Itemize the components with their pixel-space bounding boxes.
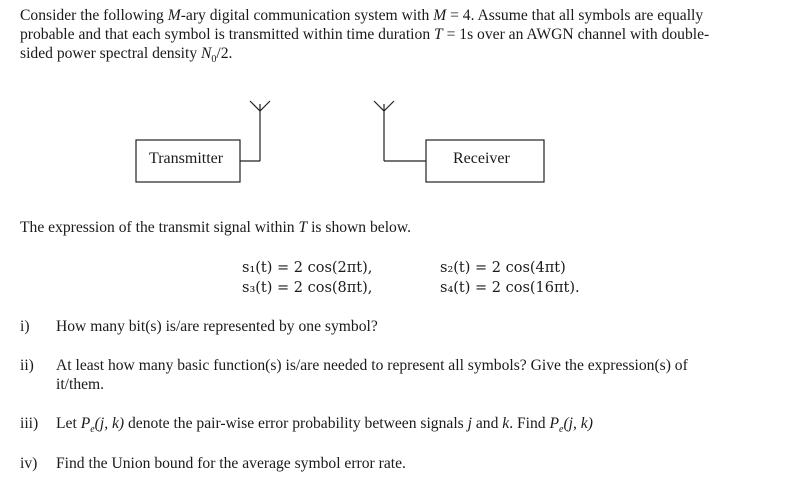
- intro-line-2: probable and that each symbol is transmi…: [20, 25, 780, 44]
- intro-text: probable and that each symbol is transmi…: [20, 26, 435, 43]
- var-P: P: [80, 415, 91, 432]
- var-j: j: [467, 415, 472, 432]
- receiver-box: [425, 139, 545, 183]
- question-text: How many bit(s) is/are represented by on…: [56, 318, 378, 335]
- question-number: i): [20, 318, 30, 335]
- question-text: At least how many basic function(s) is/a…: [56, 356, 776, 394]
- question-number: iv): [20, 455, 38, 472]
- expression-intro-text: is shown below.: [307, 219, 411, 236]
- question-number: iii): [20, 415, 39, 432]
- expression-intro: The expression of the transmit signal wi…: [20, 219, 411, 237]
- text: . Find: [509, 415, 550, 432]
- var-k: k: [502, 415, 510, 432]
- text: denote the pair-wise error probability b…: [124, 415, 468, 432]
- signal-s2: s₂(t) = 2 cos(4πt): [440, 260, 566, 276]
- intro-text: = 1s over an AWGN channel with double-: [442, 26, 710, 43]
- subscript: e: [559, 424, 564, 436]
- var-N: N: [201, 45, 212, 62]
- var-M: M: [167, 7, 181, 24]
- transmitter-label: Transmitter: [149, 150, 224, 167]
- var-jk: (j, k): [94, 415, 125, 432]
- intro-line-3: sided power spectral density N0/2.: [20, 44, 780, 69]
- intro-text: -ary digital communication system with: [180, 7, 434, 24]
- system-diagram: [135, 100, 545, 183]
- text: Let: [56, 415, 81, 432]
- var-T: T: [434, 26, 443, 43]
- question-text-line: At least how many basic function(s) is/a…: [56, 357, 688, 374]
- subscript: e: [90, 424, 95, 436]
- receiver-label: Receiver: [453, 150, 510, 167]
- question-text: Find the Union bound for the average sym…: [56, 455, 406, 472]
- var-P: P: [549, 415, 560, 432]
- question-number: ii): [20, 357, 34, 374]
- var-M: M: [433, 7, 447, 24]
- question-text-line: it/them.: [56, 376, 105, 393]
- subscript: 0: [211, 54, 217, 66]
- var-jk: (j, k): [563, 415, 593, 432]
- var-T: T: [298, 219, 308, 236]
- problem-intro: Consider the following M-ary digital com…: [20, 6, 780, 69]
- intro-text: Consider the following: [20, 7, 168, 24]
- expression-intro-text: The expression of the transmit signal wi…: [20, 219, 299, 236]
- transmitter-antenna-icon: [249, 100, 271, 112]
- intro-line-1: Consider the following M-ary digital com…: [20, 6, 780, 25]
- question-text: Let Pe(j, k) denote the pair-wise error …: [56, 414, 776, 439]
- text: and: [471, 415, 503, 432]
- intro-text: /2.: [216, 45, 233, 62]
- intro-text: = 4. Assume that all symbols are equally: [446, 7, 704, 24]
- signal-s1: s₁(t) = 2 cos(2πt),: [242, 260, 373, 276]
- intro-text: sided power spectral density: [20, 45, 202, 62]
- signal-s3: s₃(t) = 2 cos(8πt),: [242, 280, 373, 296]
- signal-s4: s₄(t) = 2 cos(16πt).: [440, 280, 580, 296]
